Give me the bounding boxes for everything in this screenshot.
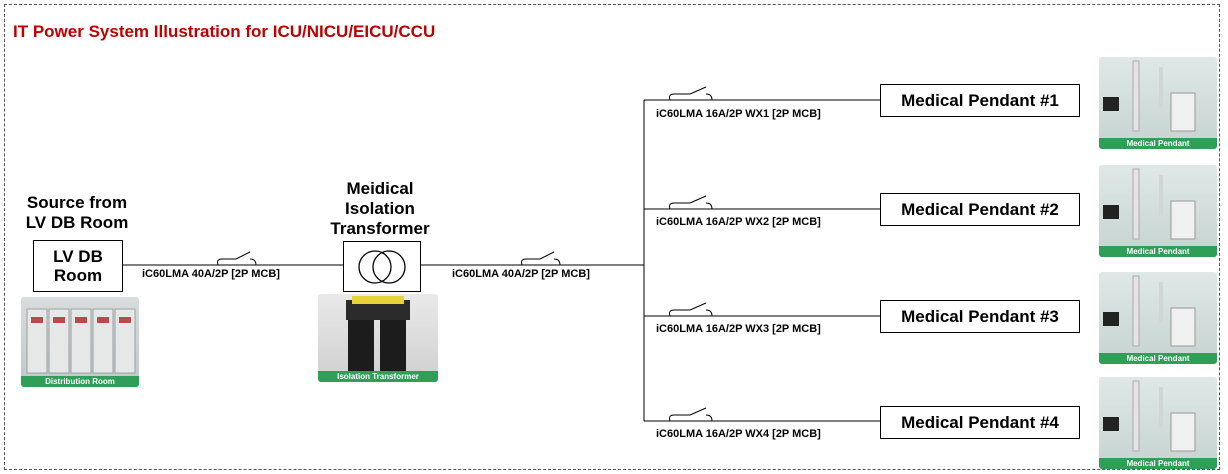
breaker-symbol-branch-3 [669, 302, 713, 317]
transformer-box [343, 241, 421, 292]
breaker-symbol-main-2 [521, 251, 561, 266]
isolation-transformer-photo: Isolation Transformer [318, 294, 438, 382]
medical-pendant-photo-4: Medical Pendant [1099, 377, 1217, 469]
pendant-illustration-3 [1103, 275, 1196, 347]
medical-pendant-label-1: Medical Pendant #1 [901, 90, 1059, 110]
transformer-title-line2: Isolation [345, 199, 415, 218]
pendant-illustration-4 [1103, 380, 1196, 452]
breaker-label-branch-1: iC60LMA 16A/2P WX1 [2P MCB] [656, 108, 821, 120]
breaker-symbol-branch-2 [669, 195, 713, 210]
medical-pendant-box-2: Medical Pendant #2 [880, 193, 1080, 226]
source-title-line2: LV DB Room [25, 213, 129, 232]
medical-pendant-caption-4: Medical Pendant [1099, 458, 1217, 469]
medical-pendant-caption-3: Medical Pendant [1099, 353, 1217, 364]
lv-db-label-line2: Room [53, 266, 103, 285]
medical-pendant-photo-2: Medical Pendant [1099, 165, 1217, 257]
lv-db-label-line1: LV DB [53, 247, 103, 266]
isolation-transformer-caption: Isolation Transformer [318, 371, 438, 382]
breaker-label-branch-4: iC60LMA 16A/2P WX4 [2P MCB] [656, 428, 821, 440]
transformer-title: Meidical Isolation Transformer [320, 179, 440, 239]
medical-pendant-label-4: Medical Pendant #4 [901, 412, 1059, 432]
breaker-label-main-1: iC60LMA 40A/2P [2P MCB] [142, 268, 280, 280]
breaker-symbol-branch-1 [669, 86, 713, 101]
medical-pendant-box-4: Medical Pendant #4 [880, 406, 1080, 439]
medical-pendant-box-1: Medical Pendant #1 [880, 84, 1080, 117]
transformer-title-line3: Transformer [330, 219, 430, 238]
medical-pendant-caption-1: Medical Pendant [1099, 138, 1217, 149]
source-title-line1: Source from [26, 193, 128, 212]
breaker-symbol-branch-4 [669, 407, 713, 422]
lv-db-room-box: LV DB Room [33, 240, 123, 292]
transformer-title-line1: Meidical [346, 179, 414, 198]
page-title: IT Power System Illustration for ICU/NIC… [13, 22, 436, 41]
medical-pendant-photo-1: Medical Pendant [1099, 57, 1217, 149]
medical-pendant-box-3: Medical Pendant #3 [880, 300, 1080, 333]
distribution-room-photo: Distribution Room [21, 297, 139, 387]
switchgear-illustration [26, 308, 136, 374]
pendant-illustration-1 [1103, 60, 1196, 132]
medical-pendant-label-2: Medical Pendant #2 [901, 199, 1059, 219]
distribution-room-caption: Distribution Room [21, 376, 139, 387]
breaker-label-main-2: iC60LMA 40A/2P [2P MCB] [452, 268, 590, 280]
breaker-label-branch-3: iC60LMA 16A/2P WX3 [2P MCB] [656, 323, 821, 335]
transformer-symbol-icon [358, 249, 406, 284]
medical-pendant-caption-2: Medical Pendant [1099, 246, 1217, 257]
diagram-frame [4, 4, 1220, 470]
breaker-label-branch-2: iC60LMA 16A/2P WX2 [2P MCB] [656, 216, 821, 228]
source-title: Source from LV DB Room [22, 193, 132, 233]
medical-pendant-label-3: Medical Pendant #3 [901, 306, 1059, 326]
breaker-symbol-main-1 [217, 251, 257, 266]
transformer-illustration [346, 296, 410, 372]
medical-pendant-photo-3: Medical Pendant [1099, 272, 1217, 364]
pendant-illustration-2 [1103, 168, 1196, 240]
